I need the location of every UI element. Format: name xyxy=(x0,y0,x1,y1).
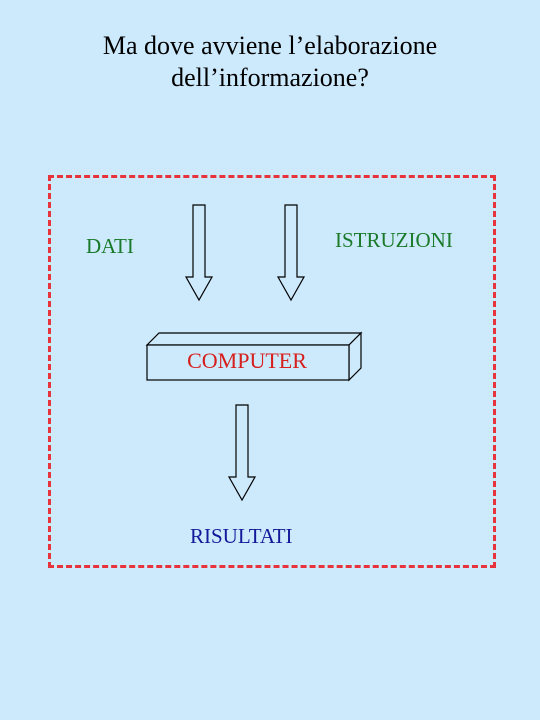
slide-title: Ma dove avviene l’elaborazione dell’info… xyxy=(0,30,540,94)
down-arrow-icon-dati xyxy=(184,204,214,302)
down-arrow-icon-risultati xyxy=(227,404,257,502)
label-computer: COMPUTER xyxy=(187,348,307,373)
title-line-1: Ma dove avviene l’elaborazione xyxy=(102,31,438,60)
title-line-2: dell’informazione? xyxy=(171,63,369,92)
down-arrow-icon-istruzioni xyxy=(276,204,306,302)
box-3d-icon-computer xyxy=(145,331,363,382)
label-istruzioni: ISTRUZIONI xyxy=(335,228,453,252)
label-dati: DATI xyxy=(86,234,134,258)
dashed-frame xyxy=(48,175,496,568)
label-risultati: RISULTATI xyxy=(190,524,293,548)
